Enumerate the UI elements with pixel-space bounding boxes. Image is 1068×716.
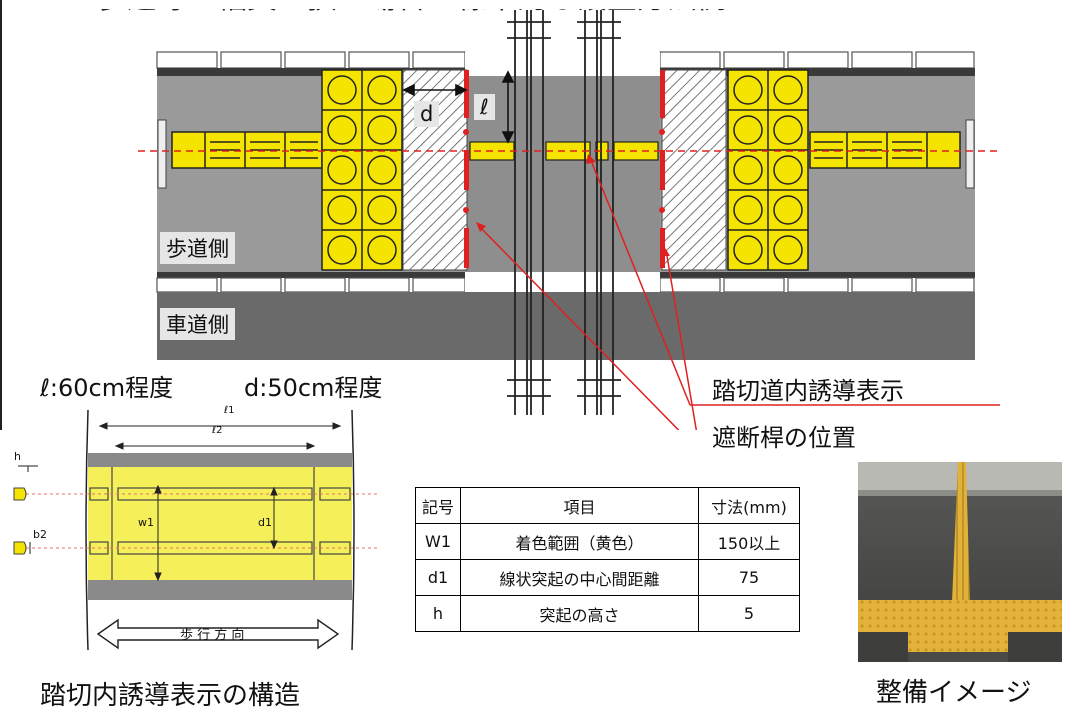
- table-row: W1 着色範囲（黄色） 150以上: [415, 523, 800, 560]
- barrier-marks: [463, 70, 665, 268]
- label-d1: d1: [258, 516, 272, 529]
- callout-barrier-label: 遮断桿の位置: [712, 424, 856, 452]
- cell-item: 線状突起の中心間距離: [460, 559, 699, 596]
- label-l2: ℓ2: [212, 425, 223, 436]
- linear-blocks-left: [171, 131, 323, 169]
- structure-caption: 踏切内誘導表示の構造: [40, 681, 301, 711]
- dimension-note-l: ℓ:60cm程度: [40, 374, 174, 402]
- cell-item: 着色範囲（黄色）: [460, 523, 699, 560]
- dimension-d-label: d: [414, 101, 440, 127]
- table-row: d1 線状突起の中心間距離 75: [415, 559, 800, 596]
- callout-lines: [477, 157, 1000, 430]
- structure-diagram: [13, 409, 380, 651]
- cell-value: 5: [698, 595, 800, 632]
- table-header-row: 記号 項目 寸法(mm): [415, 487, 800, 524]
- cell-value: 150以上: [698, 523, 800, 560]
- installation-photo: [858, 462, 1062, 662]
- header-symbol: 記号: [415, 487, 461, 524]
- curb-bottom: [156, 277, 975, 293]
- cell-value: 75: [698, 559, 800, 596]
- warning-blocks-right: [727, 69, 809, 271]
- dimension-note-d: d:50cm程度: [244, 374, 383, 402]
- hatched-zone-left: [402, 69, 468, 271]
- dimension-arrows: [402, 70, 515, 144]
- cell-symbol: h: [415, 595, 461, 632]
- label-w1: w1: [138, 516, 154, 529]
- photo-caption: 整備イメージ: [876, 678, 1032, 708]
- cell-item: 突起の高さ: [460, 595, 699, 632]
- railway-tracks: [507, 10, 621, 415]
- label-b2: b2: [33, 528, 47, 541]
- main-crossing-diagram: ③歩道等の幅員が狭い場合の標準的な設置方法例: [0, 0, 1000, 430]
- warning-blocks-left: [321, 69, 403, 271]
- walking-direction-arrow: [96, 618, 340, 650]
- roadway-label: 車道側: [160, 308, 235, 340]
- table-row: h 突起の高さ 5: [415, 595, 800, 632]
- label-h: h: [14, 450, 21, 463]
- sidewalk-label: 歩道側: [160, 232, 235, 264]
- walking-direction-label: 歩 行 方 向: [180, 628, 245, 643]
- cell-symbol: d1: [415, 559, 461, 596]
- dimension-l-label: ℓ: [474, 94, 495, 120]
- label-l1: ℓ1: [224, 405, 235, 416]
- header-item: 項目: [460, 487, 699, 524]
- cell-symbol: W1: [415, 523, 461, 560]
- linear-blocks-right: [809, 131, 961, 169]
- spec-table: 記号 項目 寸法(mm) W1 着色範囲（黄色） 150以上 d1 線状突起の中…: [415, 487, 800, 632]
- header-dimension: 寸法(mm): [698, 487, 800, 524]
- hatched-zone-right: [661, 69, 727, 271]
- callout-guide-label: 踏切道内誘導表示: [712, 377, 904, 405]
